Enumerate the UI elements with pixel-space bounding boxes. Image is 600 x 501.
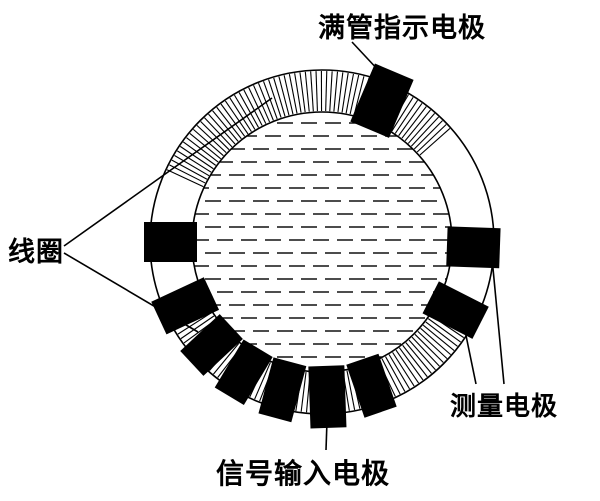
coil-lower-leader-line [63, 252, 199, 333]
electrode-bottom-1 [346, 353, 397, 418]
electrode-west [144, 222, 197, 262]
label-coil: 线圈 [8, 237, 64, 267]
electrode-bottom-4 [180, 314, 243, 376]
label-signal-input-electrode: 信号输入电极 [216, 458, 391, 489]
signal-input-electrode [308, 365, 347, 429]
electrode-lower-left [151, 277, 220, 335]
full-pipe-indicator-electrode [350, 63, 414, 138]
measuring-leader-line-1 [491, 257, 505, 385]
measuring-electrode-lower-right [422, 281, 489, 339]
label-full-pipe-indicator-electrode: 满管指示电极 [318, 13, 486, 43]
coil-upper-leader-line [63, 97, 273, 247]
signal-leader-line [325, 420, 328, 451]
measuring-electrode-east [446, 226, 501, 269]
electrode-bottom-3 [214, 339, 273, 406]
electrode-bottom-2 [258, 357, 307, 423]
measuring-leader-line-2 [461, 315, 477, 385]
label-measuring-electrode: 测量电极 [450, 391, 559, 421]
indicator-leader-line [351, 41, 381, 73]
